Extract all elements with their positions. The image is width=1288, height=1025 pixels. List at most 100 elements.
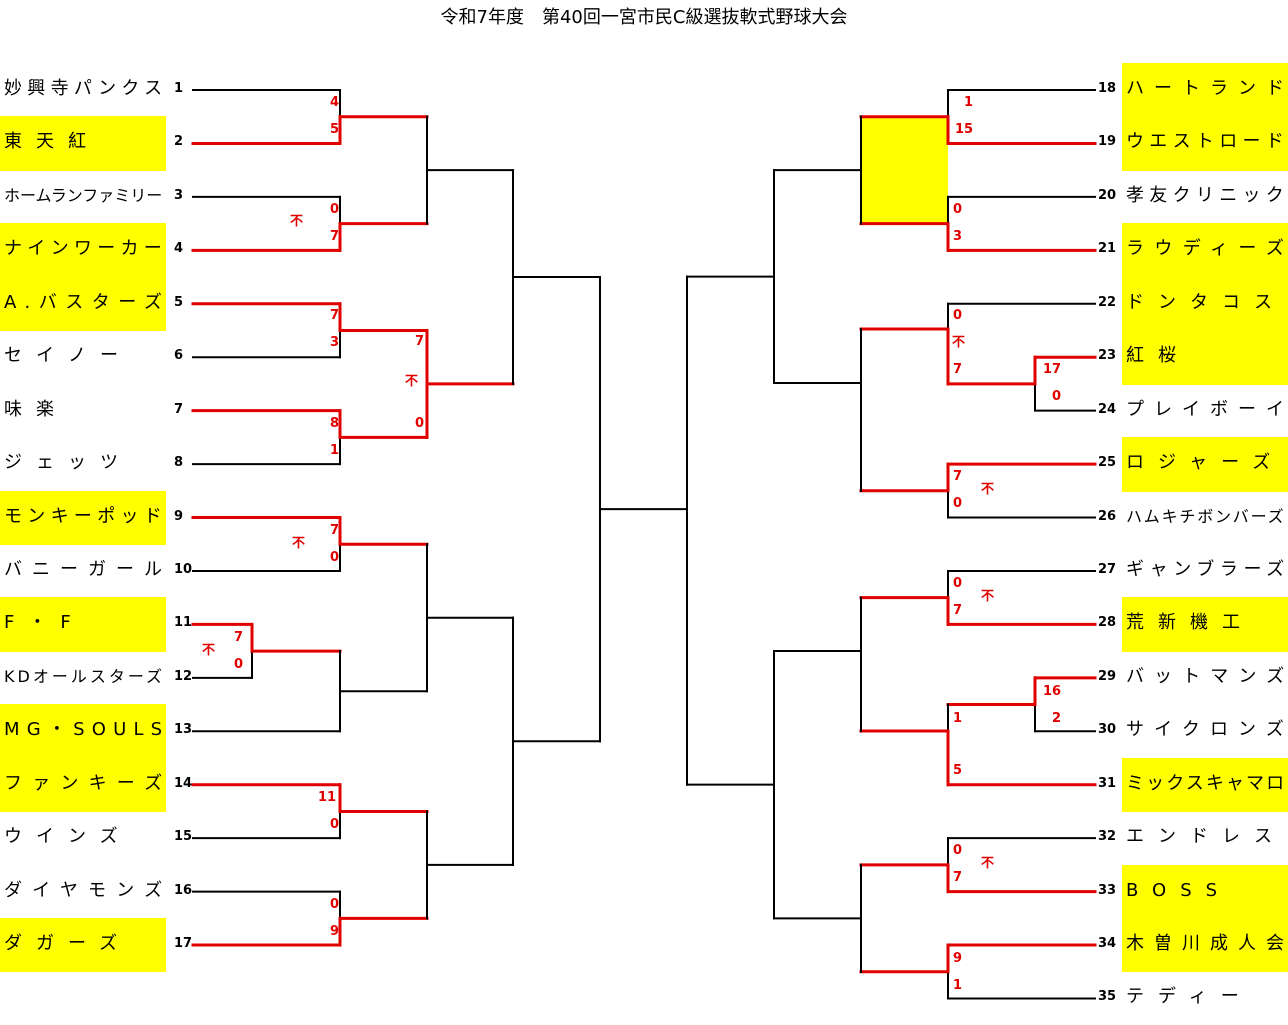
score-label: 0 <box>953 576 963 591</box>
score-label: 5 <box>330 122 340 137</box>
team-highlight <box>0 116 166 171</box>
team-name[interactable]: ドンタコス <box>1126 291 1286 313</box>
score-label: 7 <box>330 308 340 323</box>
team-name[interactable]: テディー <box>1126 986 1253 1008</box>
team-name[interactable]: 東天紅 <box>4 131 100 153</box>
team-number: 23 <box>1098 348 1117 364</box>
team-name[interactable]: セイノー <box>4 345 132 367</box>
team-number: 13 <box>174 722 193 738</box>
team-number: 9 <box>174 508 184 524</box>
team-name[interactable]: BOSS <box>1126 879 1232 901</box>
team-highlight <box>1122 757 1288 813</box>
score-label: 16 <box>1043 684 1062 699</box>
team-name[interactable]: ハートランド <box>1126 78 1288 99</box>
score-label: 0 <box>953 496 963 511</box>
team-name[interactable]: ミックスキャマロ <box>1126 772 1287 794</box>
score-label: 不 <box>981 482 995 497</box>
team-highlight <box>1122 330 1288 385</box>
team-name[interactable]: サイクロンズ <box>1126 719 1288 741</box>
team-name[interactable]: ホームランファミリー <box>4 185 163 205</box>
score-label: 不 <box>981 589 995 604</box>
score-label: 7 <box>234 630 244 645</box>
team-name[interactable]: 荒新機工 <box>1126 612 1254 634</box>
score-label: 2 <box>1052 711 1062 726</box>
team-name[interactable]: KDオールスターズ <box>4 666 166 686</box>
team-name[interactable]: ナインワーカー <box>4 238 168 260</box>
score-label: 不 <box>292 536 306 551</box>
page-title: 令和7年度 第40回一宮市民C級選抜軟式野球大会 <box>440 7 848 28</box>
team-name[interactable]: モンキーポッド <box>4 505 168 527</box>
team-name[interactable]: F・F <box>4 612 85 634</box>
score-label: 4 <box>330 95 340 110</box>
score-label: 7 <box>953 870 963 885</box>
team-name[interactable]: 紅桜 <box>1126 345 1190 367</box>
team-name[interactable]: ファンキーズ <box>4 772 173 794</box>
team-number: 21 <box>1098 241 1117 257</box>
team-number: 20 <box>1098 187 1117 203</box>
team-name[interactable]: ギャンブラーズ <box>1126 558 1288 580</box>
team-number: 2 <box>174 134 184 150</box>
team-name[interactable]: プレイボーイ <box>1126 398 1288 420</box>
team-name[interactable]: バニーガール <box>4 558 172 580</box>
team-number: 25 <box>1098 455 1117 471</box>
team-name[interactable]: ロジャーズ <box>1126 452 1285 474</box>
team-name[interactable]: 味楽 <box>4 398 68 420</box>
score-label: 7 <box>953 362 963 377</box>
score-label: 7 <box>953 469 963 484</box>
team-highlight <box>1122 918 1288 973</box>
score-label: 0 <box>330 202 340 217</box>
team-number: 14 <box>174 775 193 791</box>
score-label: 0 <box>415 416 425 431</box>
team-name[interactable]: 孝友クリニック <box>1126 184 1288 206</box>
team-highlight <box>0 704 166 759</box>
score-label: 0 <box>1052 389 1062 404</box>
score-label: 不 <box>290 214 304 229</box>
score-label: 0 <box>330 817 340 832</box>
team-name[interactable]: ダイヤモンズ <box>4 879 173 901</box>
score-label: 3 <box>953 229 963 244</box>
team-highlight <box>1122 223 1288 278</box>
score-label: 9 <box>330 924 340 939</box>
team-highlight <box>0 757 166 813</box>
team-number: 19 <box>1098 134 1117 150</box>
score-label: 0 <box>953 308 963 323</box>
team-name[interactable]: ウインズ <box>4 826 132 848</box>
team-highlight <box>1122 63 1288 118</box>
score-label: 0 <box>953 843 963 858</box>
team-highlight <box>1122 276 1288 332</box>
score-label: 15 <box>955 122 974 137</box>
score-label: 8 <box>330 416 340 431</box>
team-number: 4 <box>174 241 184 257</box>
score-label: 5 <box>953 763 963 778</box>
team-number: 27 <box>1098 561 1117 577</box>
team-name[interactable]: エンドレス <box>1126 826 1286 848</box>
score-label: 17 <box>1043 362 1062 377</box>
team-number: 18 <box>1098 81 1117 96</box>
team-number: 17 <box>174 936 193 952</box>
team-number: 28 <box>1098 615 1117 631</box>
team-name[interactable]: A.バスターズ <box>4 291 171 313</box>
team-highlight <box>1122 597 1288 652</box>
team-number: 22 <box>1098 294 1117 310</box>
team-number: 16 <box>174 882 193 898</box>
team-number: 1 <box>174 81 184 96</box>
team-number: 8 <box>174 455 184 471</box>
team-name[interactable]: MG・SOULS <box>4 719 170 741</box>
score-label: 1 <box>953 978 963 993</box>
team-name[interactable]: バットマンズ <box>1126 665 1288 687</box>
score-label: 0 <box>234 657 244 672</box>
team-name[interactable]: 妙興寺パンクス <box>4 78 168 99</box>
team-name[interactable]: ジェッツ <box>4 452 132 474</box>
team-name[interactable]: ラウディーズ <box>1126 238 1288 260</box>
team-name[interactable]: ダガーズ <box>4 933 132 955</box>
score-label: 0 <box>953 202 963 217</box>
score-label: 0 <box>330 550 340 565</box>
team-number: 31 <box>1098 775 1117 791</box>
score-label: 9 <box>953 951 963 966</box>
team-name[interactable]: ウエストロード <box>1126 131 1288 153</box>
team-name[interactable]: 木曽川成人会 <box>1126 933 1288 955</box>
team-number: 24 <box>1098 401 1117 417</box>
team-number: 6 <box>174 348 184 364</box>
team-name[interactable]: ハムキチボンバーズ <box>1126 506 1286 526</box>
